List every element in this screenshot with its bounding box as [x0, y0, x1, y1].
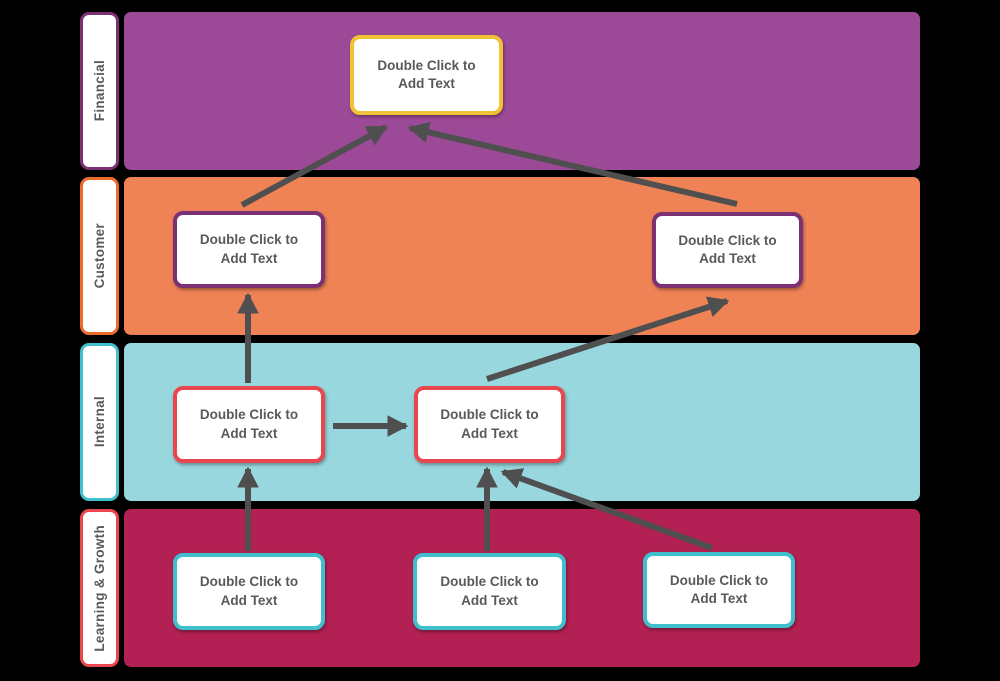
internal-box-left[interactable]: Double Click to Add Text — [173, 386, 325, 463]
learning-box-right[interactable]: Double Click to Add Text — [643, 552, 795, 628]
learning-box-middle[interactable]: Double Click to Add Text — [413, 553, 566, 630]
node-text: Double Click to Add Text — [377, 57, 476, 91]
lane-label-text: Financial — [92, 60, 107, 122]
node-text: Double Click to Add Text — [199, 232, 299, 266]
connector-arrow-customer-box-left-to-financial-box[interactable] — [240, 124, 389, 208]
lane-label-financial[interactable]: Financial — [80, 12, 119, 170]
learning-box-left[interactable]: Double Click to Add Text — [173, 553, 325, 630]
connector-arrow-customer-box-right-to-financial-box[interactable] — [407, 121, 738, 207]
lane-label-text: Learning & Growth — [92, 524, 107, 652]
lane-label-text: Customer — [92, 223, 107, 289]
node-text: Double Click to Add Text — [440, 574, 539, 608]
customer-box-left[interactable]: Double Click to Add Text — [173, 211, 325, 288]
lane-label-internal[interactable]: Internal — [80, 343, 119, 501]
node-text: Double Click to Add Text — [199, 574, 299, 608]
node-text: Double Click to Add Text — [199, 407, 299, 441]
lane-band-financial[interactable] — [124, 12, 920, 170]
node-text: Double Click to Add Text — [678, 232, 777, 266]
financial-box[interactable]: Double Click to Add Text — [350, 35, 503, 115]
lane-label-learning-growth[interactable]: Learning & Growth — [80, 509, 119, 667]
internal-box-right[interactable]: Double Click to Add Text — [414, 386, 565, 463]
lane-label-customer[interactable]: Customer — [80, 177, 119, 335]
connector-arrow-internal-box-right-to-customer-box-right[interactable] — [486, 296, 730, 382]
connector-arrow-learning-box-right-to-internal-box-right[interactable] — [500, 468, 714, 551]
node-text: Double Click to Add Text — [440, 407, 539, 441]
customer-box-right[interactable]: Double Click to Add Text — [652, 212, 803, 288]
lane-label-text: Internal — [92, 396, 107, 448]
node-text: Double Click to Add Text — [669, 572, 769, 606]
